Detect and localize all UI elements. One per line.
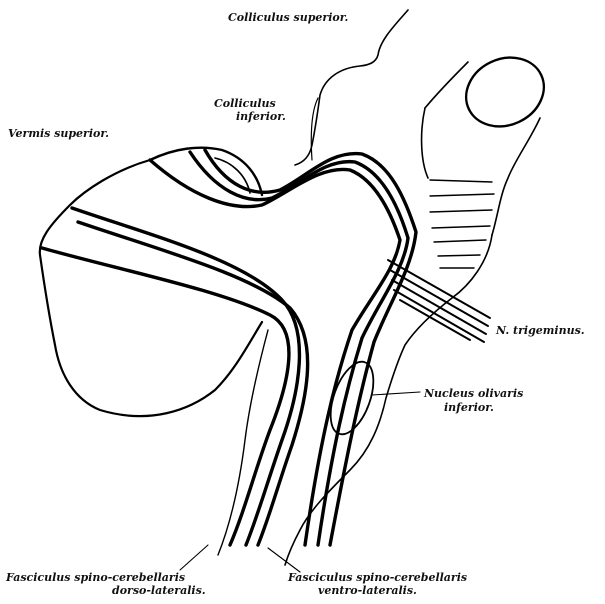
label-fasciculus-ventrolateralis-line1: Fasciculus spino-cerebellaris [288, 572, 467, 584]
cerebellum-outline [40, 160, 262, 416]
peduncle-upper-edge [425, 62, 468, 108]
label-fasciculus-dorsolateralis-line2: dorso-lateralis. [112, 585, 206, 597]
label-colliculus-inferior-line1: Colliculus [214, 98, 276, 110]
medulla-left-outline [218, 330, 268, 555]
fasciculus-ventrolateralis-fibres [150, 150, 416, 545]
peduncle-lower-edge [492, 118, 540, 235]
ventro-lateralis-pointer [268, 548, 300, 572]
pons-striations [430, 180, 494, 268]
dorso-lateralis-pointer [180, 545, 208, 570]
label-colliculus-superior: Colliculus superior. [228, 12, 348, 24]
olive-pointer-line [372, 392, 420, 395]
colliculus-superior-outline [295, 10, 408, 165]
label-fasciculus-ventrolateralis-line2: ventro-lateralis. [318, 585, 417, 597]
label-fasciculus-dorsolateralis-line1: Fasciculus spino-cerebellaris [6, 572, 185, 584]
fasciculus-dorsolateralis-fibres [42, 208, 308, 545]
label-vermis-superior: Vermis superior. [8, 128, 109, 140]
label-nucleus-olivaris-line2: inferior. [444, 402, 494, 414]
label-n-trigeminus: N. trigeminus. [496, 325, 585, 337]
peduncle-cut-end [455, 45, 555, 139]
label-nucleus-olivaris-line1: Nucleus olivaris [424, 388, 523, 400]
label-colliculus-inferior-line2: inferior. [236, 111, 286, 123]
